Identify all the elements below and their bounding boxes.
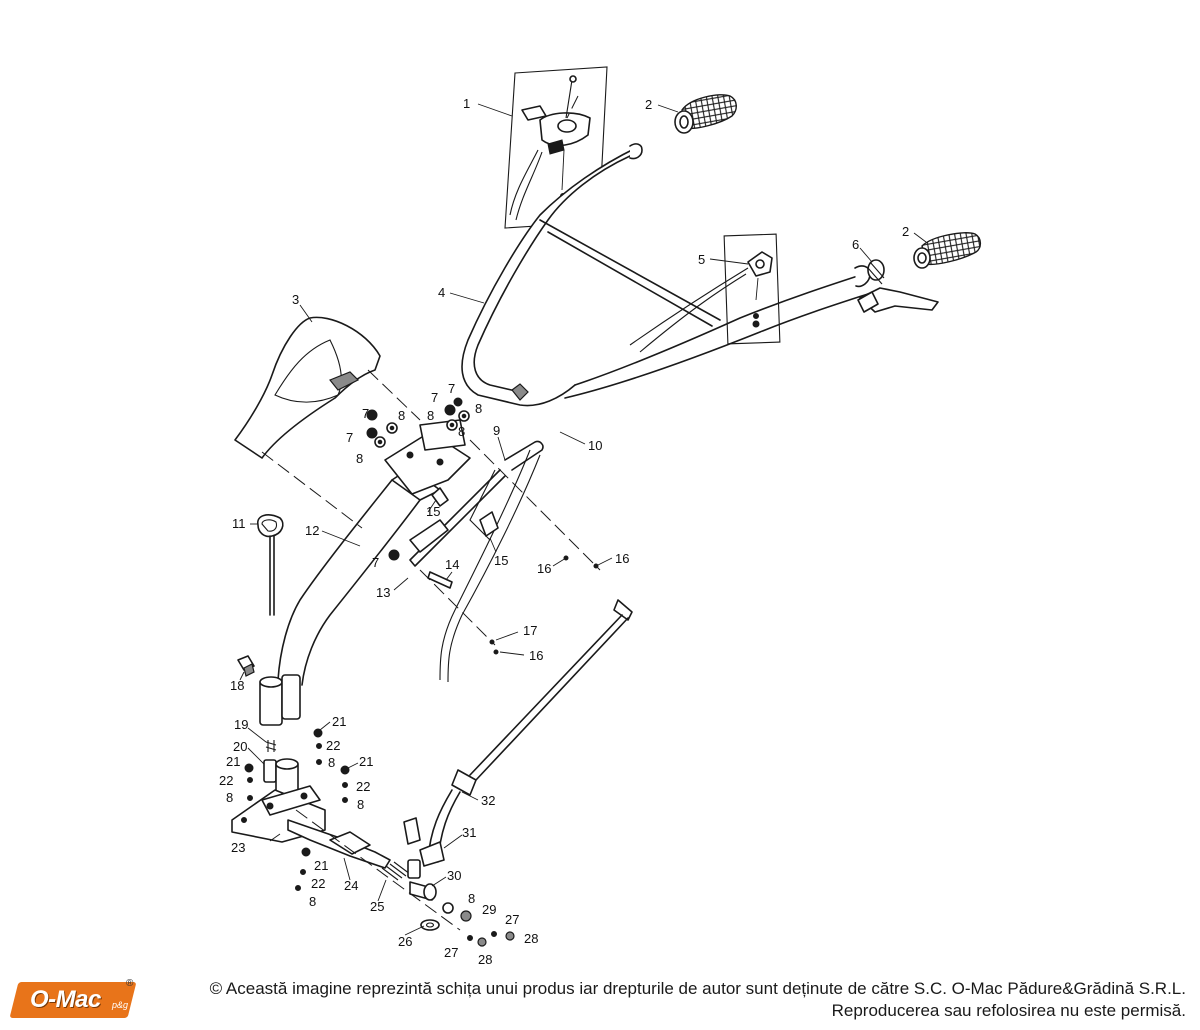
linkage-spring (287, 819, 437, 901)
registered-mark: ® (126, 978, 134, 989)
brake-lever (857, 259, 939, 313)
part-label-5: 5 (698, 252, 705, 267)
part-label-16: 16 (529, 648, 543, 663)
part-label-18: 18 (230, 678, 244, 693)
part-label-22: 22 (311, 876, 325, 891)
part-label-7: 7 (431, 390, 438, 405)
part-label-2: 2 (902, 224, 909, 239)
omac-logo: O-Mac p&g ® (9, 976, 142, 1022)
hardware-fasteners (244, 397, 599, 947)
handle-cover (234, 316, 381, 459)
control-rods (409, 440, 544, 683)
part-label-16: 16 (537, 561, 551, 576)
clutch-lever-assembly (629, 233, 781, 353)
part-label-7: 7 (346, 430, 353, 445)
part-label-8: 8 (356, 451, 363, 466)
part-label-12: 12 (305, 523, 319, 538)
part-label-8: 8 (328, 755, 335, 770)
copyright-line-2: Reproducerea sau refolosirea nu este per… (831, 1001, 1186, 1020)
part-label-21: 21 (332, 714, 346, 729)
part-label-8: 8 (357, 797, 364, 812)
part-label-6: 6 (852, 237, 859, 252)
part-label-24: 24 (344, 878, 358, 893)
part-label-22: 22 (326, 738, 340, 753)
part-label-10: 10 (588, 438, 602, 453)
part-label-4: 4 (438, 285, 445, 300)
copyright-line-1: © Această imagine reprezintă schița unui… (209, 979, 1186, 998)
part-label-15: 15 (426, 504, 440, 519)
part-label-19: 19 (234, 717, 248, 732)
part-label-8: 8 (309, 894, 316, 909)
handle-column (277, 419, 471, 686)
logo-subtext: p&g (112, 1000, 129, 1010)
part-label-28: 28 (478, 952, 492, 967)
logo-text: O-Mac (30, 986, 101, 1013)
gear-lever (403, 599, 633, 867)
part-label-11: 11 (232, 516, 246, 531)
part-label-7: 7 (362, 406, 369, 421)
part-label-8: 8 (427, 408, 434, 423)
exploded-parts-diagram: 1 2 2 3 4 5 6 7 7 7 7 7 8 8 8 8 8 9 10 1… (219, 66, 982, 967)
part-label-13: 13 (376, 585, 390, 600)
part-labels: 1 2 2 3 4 5 6 7 7 7 7 7 8 8 8 8 8 9 10 1… (219, 96, 909, 967)
handle-grip-right (913, 232, 982, 269)
handle-grip-left (674, 94, 737, 134)
part-label-21: 21 (226, 754, 240, 769)
part-label-9: 9 (493, 423, 500, 438)
part-label-7: 7 (448, 381, 455, 396)
part-label-8: 8 (475, 401, 482, 416)
handlebar-frame (461, 143, 881, 407)
dipstick-rod (257, 514, 284, 616)
part-label-26: 26 (398, 934, 412, 949)
leader-lines (239, 103, 927, 936)
part-label-17: 17 (523, 623, 537, 638)
part-label-31: 31 (462, 825, 476, 840)
part-label-29: 29 (482, 902, 496, 917)
part-label-8: 8 (398, 408, 405, 423)
part-label-30: 30 (447, 868, 461, 883)
part-label-7: 7 (372, 555, 379, 570)
assembly-lines (261, 95, 601, 931)
part-label-1: 1 (463, 96, 470, 111)
part-label-27: 27 (444, 945, 458, 960)
part-label-27: 27 (505, 912, 519, 927)
part-label-25: 25 (370, 899, 384, 914)
part-label-32: 32 (481, 793, 495, 808)
part-label-22: 22 (219, 773, 233, 788)
footer: O-Mac p&g ® © Această imagine reprezintă… (0, 968, 1200, 1030)
part-label-20: 20 (233, 739, 247, 754)
part-label-28: 28 (524, 931, 538, 946)
part-label-23: 23 (231, 840, 245, 855)
part-label-8: 8 (468, 891, 475, 906)
part-label-21: 21 (359, 754, 373, 769)
part-label-8: 8 (226, 790, 233, 805)
part-label-8: 8 (458, 424, 465, 439)
part-label-16: 16 (615, 551, 629, 566)
part-label-14: 14 (445, 557, 459, 572)
base-fittings (237, 655, 301, 803)
part-label-2: 2 (645, 97, 652, 112)
part-label-15: 15 (494, 553, 508, 568)
part-label-22: 22 (356, 779, 370, 794)
copyright-notice: © Această imagine reprezintă schița unui… (146, 978, 1186, 1022)
part-label-21: 21 (314, 858, 328, 873)
part-label-3: 3 (292, 292, 299, 307)
